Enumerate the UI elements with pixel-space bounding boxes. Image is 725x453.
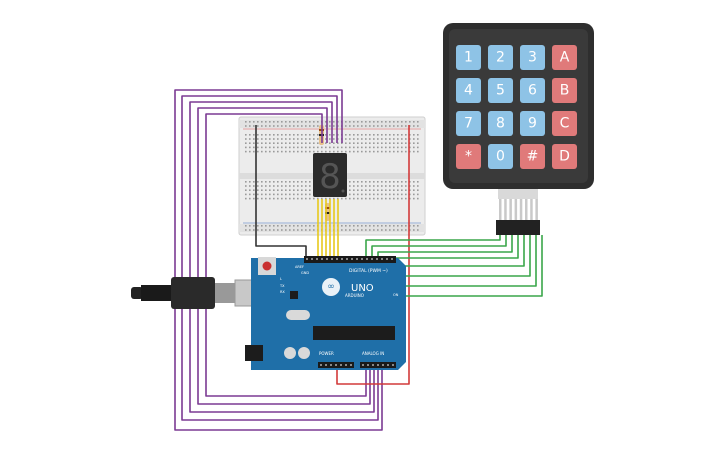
ribbon-pin [504,199,507,220]
key-hash[interactable]: # [520,144,545,169]
svg-text:1: 1 [464,50,473,66]
svg-text:2: 2 [496,50,505,66]
display-digit: 8 [319,157,341,197]
aref-label: AREF [295,265,304,269]
tx-label: TX [279,284,285,288]
ribbon-pin [525,199,528,220]
svg-text:#: # [527,149,539,165]
wires [174,89,543,431]
key-a[interactable]: A [552,45,577,70]
ribbon-pin [499,199,502,220]
capacitor-1 [284,347,296,359]
key-7[interactable]: 7 [456,111,481,136]
model-label: UNO [351,283,374,294]
svg-text:9: 9 [528,116,537,132]
red-wire [336,125,410,385]
usb-chip [290,291,298,299]
svg-text:C: C [560,116,570,132]
svg-text:8: 8 [496,116,505,132]
microcontroller-chip [313,326,395,340]
svg-text:B: B [560,83,570,99]
svg-text:A: A [560,50,570,66]
key-c[interactable]: C [552,111,577,136]
ribbon-pin [509,199,512,220]
key-5[interactable]: 5 [488,78,513,103]
svg-text:D: D [559,149,570,165]
key-d[interactable]: D [552,144,577,169]
reset-button[interactable] [262,261,272,271]
svg-text:5: 5 [496,83,505,99]
crystal [286,310,310,320]
svg-text:*: * [465,149,472,165]
svg-text:4: 4 [464,83,473,99]
ribbon-pin [530,199,533,220]
key-3[interactable]: 3 [520,45,545,70]
seven-segment-display: 8 [313,153,347,197]
yellow-wires [317,199,339,258]
power-label: POWER [319,351,334,356]
on-label: ON [393,293,399,297]
analog-label: ANALOG IN [362,351,384,356]
key-star[interactable]: * [456,144,481,169]
key-0[interactable]: 0 [488,144,513,169]
svg-text:7: 7 [464,116,473,132]
svg-text:6: 6 [528,83,537,99]
key-6[interactable]: 6 [520,78,545,103]
power-jack [245,345,263,361]
ribbon-pin [514,199,518,220]
digital-label: DIGITAL (PWM ~) [349,268,388,274]
digital-header [304,256,396,263]
svg-text:0: 0 [496,149,505,165]
key-8[interactable]: 8 [488,111,513,136]
svg-text:∞: ∞ [327,282,335,292]
green-wires [365,235,543,297]
key-4[interactable]: 4 [456,78,481,103]
key-9[interactable]: 9 [520,111,545,136]
arduino-uno: ∞ ARDUINO UNO DIGITAL (PWM ~) POWER ANAL… [245,256,406,370]
key-b[interactable]: B [552,78,577,103]
purple-wires [174,89,383,431]
gnd-label: GND [301,271,309,275]
black-wire [255,125,307,258]
ribbon-pin [535,199,538,220]
ribbon-pin [519,199,523,220]
capacitor-2 [298,347,310,359]
svg-text:3: 3 [528,50,537,66]
l-label: L [280,277,282,281]
keypad: 1 2 3 A 4 5 6 B 7 8 9 C * 0 # D [443,23,594,235]
key-1[interactable]: 1 [456,45,481,70]
key-2[interactable]: 2 [488,45,513,70]
brand-label: ARDUINO [345,293,364,298]
rx-label: RX [280,290,285,294]
